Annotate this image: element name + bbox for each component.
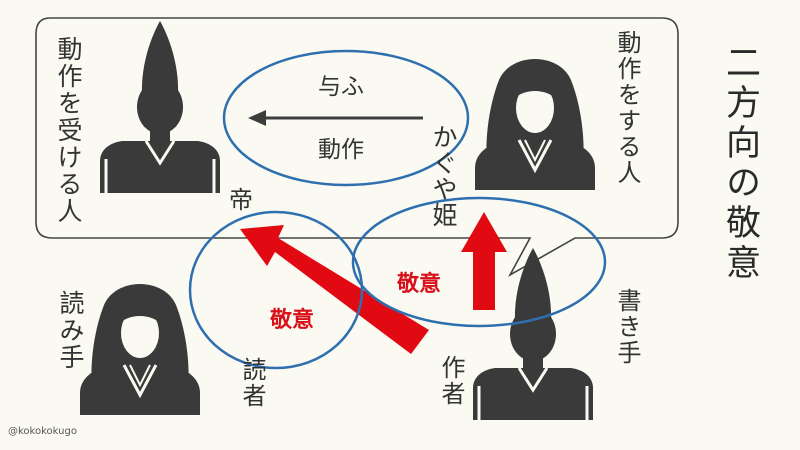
action-verb-label: 与ふ — [318, 74, 364, 100]
respect-arrow-reader — [240, 225, 429, 354]
kaguya-ellipse — [351, 196, 607, 328]
reader-role-label: 読み手 — [56, 290, 85, 371]
mikado-figure — [98, 19, 222, 195]
action-arrow — [248, 110, 266, 126]
mikado-ellipse — [188, 210, 364, 370]
reader-label: 読者 — [238, 357, 266, 409]
page-title: 二方向の敬意 — [720, 44, 760, 284]
action-label: 動作 — [318, 137, 364, 163]
action-ellipse — [222, 49, 470, 187]
respect-label-reader: 敬意 — [270, 308, 315, 333]
credit-text: @kokokokugo — [8, 426, 77, 437]
mikado-label: 帝 — [229, 186, 253, 214]
reader-figure — [78, 282, 202, 417]
respect-arrow-writer — [461, 212, 507, 310]
kaguya-figure — [473, 57, 597, 192]
writer-label: 作者 — [437, 355, 465, 407]
respect-label-writer: 敬意 — [397, 272, 442, 297]
kaguya-label: かぐや姫 — [429, 124, 458, 228]
doer-label: 動作をする人 — [613, 30, 641, 186]
writer-role-label: 書き手 — [613, 288, 641, 366]
action-box — [35, 17, 679, 278]
receiver-label: 動作を受ける人 — [54, 36, 83, 225]
